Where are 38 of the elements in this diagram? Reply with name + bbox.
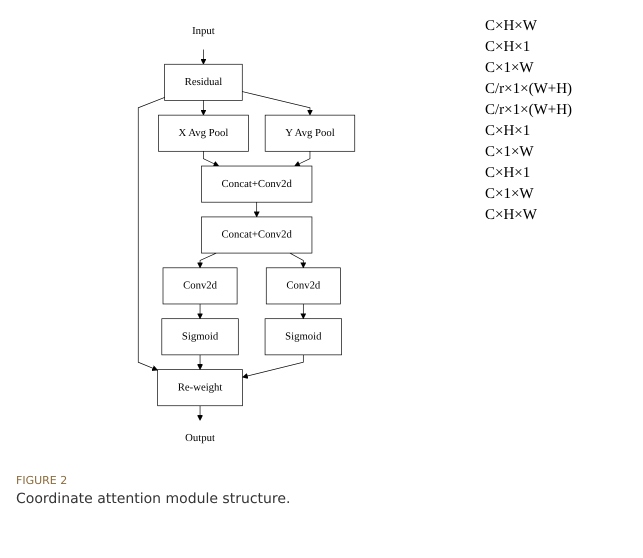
arrow: [138, 97, 165, 371]
caption: Coordinate attention module structure.: [16, 491, 292, 507]
arrow: [200, 100, 206, 116]
arrow: [197, 405, 203, 421]
arrow: [242, 91, 313, 116]
node-box: Conv2d: [266, 267, 341, 304]
arrow: [197, 304, 203, 319]
dimension-label: C×H×1: [485, 39, 532, 56]
arrow: [197, 354, 203, 370]
dimension-label: C×H×W: [485, 207, 538, 224]
dimension-label: C/r×1×(W+H): [485, 102, 574, 119]
arrow: [200, 49, 206, 65]
node-text: Input: [192, 25, 215, 37]
arrow: [294, 150, 310, 166]
dimension-label: C/r×1×(W+H): [485, 81, 574, 98]
dimension-label: C×1×W: [485, 186, 535, 203]
dimension-label: C×1×W: [485, 60, 535, 77]
node-box: Re-weight: [157, 369, 243, 406]
dimension-label: C×H×1: [485, 165, 532, 182]
arrow: [254, 202, 260, 218]
dimension-label: C×1×W: [485, 144, 535, 161]
arrow: [203, 150, 220, 166]
node-box: Y Avg Pool: [264, 114, 356, 152]
node-box: Conv2d: [162, 267, 238, 304]
node-box: Residual: [164, 64, 243, 101]
arrow: [289, 252, 306, 268]
arrow: [197, 252, 217, 268]
node-box: Concat+Conv2d: [201, 166, 312, 203]
arrow: [300, 304, 306, 319]
node-text: Output: [185, 432, 215, 444]
figure-number: FIGURE 2: [16, 474, 68, 487]
node-box: Sigmoid: [264, 318, 342, 356]
dimension-label: C×H×1: [485, 123, 532, 140]
node-box: X Avg Pool: [158, 114, 249, 152]
dimension-label: C×H×W: [485, 18, 538, 35]
node-box: Sigmoid: [161, 318, 239, 356]
node-box: Concat+Conv2d: [201, 216, 312, 254]
arrow: [242, 354, 304, 379]
